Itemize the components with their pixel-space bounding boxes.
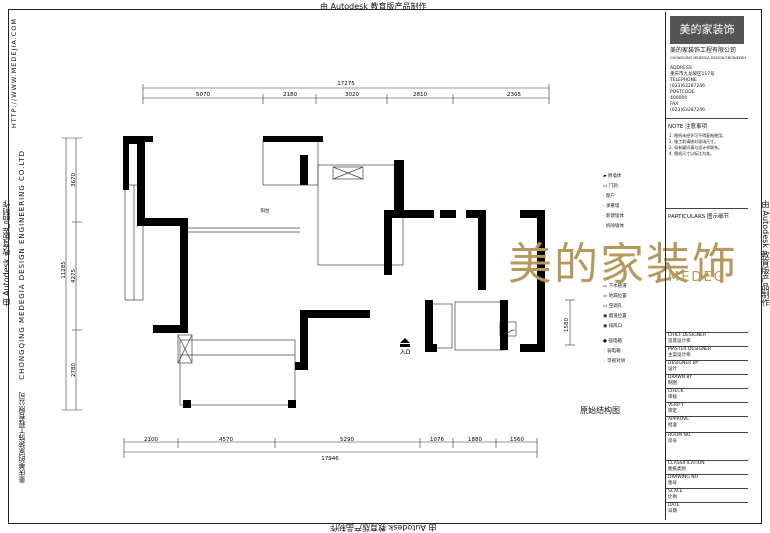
- legend-item-6: · 拆除墙体: [603, 224, 624, 229]
- bottom-dim-3: 5290: [340, 437, 354, 443]
- address-line-2: 重庆市九龙坡区117号: [670, 72, 715, 77]
- entrance-marker: [400, 338, 410, 347]
- note-2: 2. 施工前请核对现场尺寸。: [669, 139, 719, 144]
- bottom-dim-6: 1560: [510, 437, 524, 443]
- top-dimensions: [142, 84, 550, 104]
- legend-item-1: ▰ 原墙体: [603, 174, 622, 179]
- top-dim-5: 2305: [507, 92, 521, 98]
- company-logo: 美的家装饰: [670, 16, 744, 44]
- bottom-total-dim: 17946: [321, 456, 339, 462]
- right-dim: 1580: [564, 318, 570, 332]
- right-banner: 由 Autodesk 教育版产品制作: [761, 200, 770, 307]
- note-4: 4. 图纸尺寸以标注为准。: [669, 151, 715, 156]
- left-dim-2: 4275: [71, 269, 77, 283]
- address-line-7: FAX: [670, 102, 679, 107]
- address-line-8: (023)63287246: [670, 108, 706, 113]
- company-name-en: CHONGQING MEDEGIA DESIGN ENGINEERING CO.…: [670, 56, 746, 60]
- watermark-cn: 美的家装饰: [508, 239, 738, 290]
- legend-item-11: ▣ 排风口: [603, 324, 623, 329]
- top-total-dim: 17275: [337, 81, 355, 87]
- title-block: 美的家装饰 美的家装饰工程有限公司 CHONGQING MEDEGIA DESI…: [665, 12, 748, 520]
- legend-item-14: ◦ 可视对讲: [603, 359, 626, 364]
- left-total-dim: 11285: [61, 261, 67, 279]
- legend-item-10: ▣ 烟道位置: [603, 314, 627, 319]
- legend-item-9: ▭ 空调孔: [603, 304, 623, 309]
- bottom-dimensions: [123, 438, 538, 458]
- room-label: 阳台: [261, 207, 270, 214]
- note-title: NOTE 注意事项: [668, 124, 708, 130]
- note-list: 1. 图纸未经许可不得复制使用。 2. 施工前请核对现场尺寸。 3. 如有疑问请…: [666, 133, 748, 157]
- address-line-1: ADDRESS: [670, 66, 692, 71]
- plan-title: 原始结构图: [580, 406, 620, 415]
- watermark-en: MEDEG: [668, 270, 726, 285]
- interior-lines: [124, 139, 517, 406]
- particulars-label: PARTICULARS 图示细节: [666, 208, 748, 223]
- top-dim-1: 5070: [196, 92, 210, 98]
- legend-item-5: · 新建墙体: [603, 214, 624, 219]
- legend-item-4: · 承重墙: [603, 204, 620, 209]
- drawing-frame: [8, 9, 762, 524]
- right-dimensions: [565, 299, 575, 346]
- bottom-dim-1: 2100: [144, 437, 158, 443]
- legend-item-13: ◦ 弱电箱: [603, 349, 621, 354]
- left-dim-1: 3670: [71, 173, 77, 187]
- bottom-dim-5: 1880: [468, 437, 482, 443]
- address-line-3: TELEPHONE: [670, 78, 697, 83]
- address-block: ADDRESS 重庆市九龙坡区117号 TELEPHONE (023)63287…: [670, 66, 746, 114]
- legend-item-3: · 窗户: [603, 194, 615, 199]
- legend-item-8: ▭ 地漏位置: [603, 294, 627, 299]
- top-dim-2: 2180: [283, 92, 297, 98]
- address-line-5: POSTCODE: [670, 90, 695, 95]
- note-1: 1. 图纸未经许可不得复制使用。: [669, 133, 727, 138]
- company-name: 美的家装饰工程有限公司: [670, 47, 737, 54]
- legend-item-7: ▭ 下水管道: [603, 284, 627, 289]
- note-section: NOTE 注意事项 1. 图纸未经许可不得复制使用。 2. 施工前请核对现场尺寸…: [666, 118, 748, 157]
- walls: [123, 136, 545, 408]
- address-line-6: 400000: [670, 96, 688, 101]
- bottom-dim-2: 4570: [219, 437, 233, 443]
- legend-item-12: ● 强电箱: [603, 339, 622, 344]
- legend: ▰ 原墙体 ▭ 门洞 · 窗户 · 承重墙 · 新建墙体 · 拆除墙体 ▭ 下水…: [603, 170, 663, 370]
- left-dim-3: 2780: [71, 363, 77, 377]
- left-dimensions: [62, 137, 82, 411]
- note-3: 3. 如有疑问请与设计师联系。: [669, 145, 723, 150]
- entrance-label: 入D: [400, 349, 411, 356]
- address-line-4: (023)63287246: [670, 84, 706, 89]
- legend-item-2: ▭ 门洞: [603, 184, 618, 189]
- top-dim-3: 3020: [345, 92, 359, 98]
- top-banner: 由 Autodesk 教育版产品制作: [320, 2, 427, 11]
- top-dim-4: 2810: [413, 92, 427, 98]
- bottom-dim-4: 1076: [430, 437, 444, 443]
